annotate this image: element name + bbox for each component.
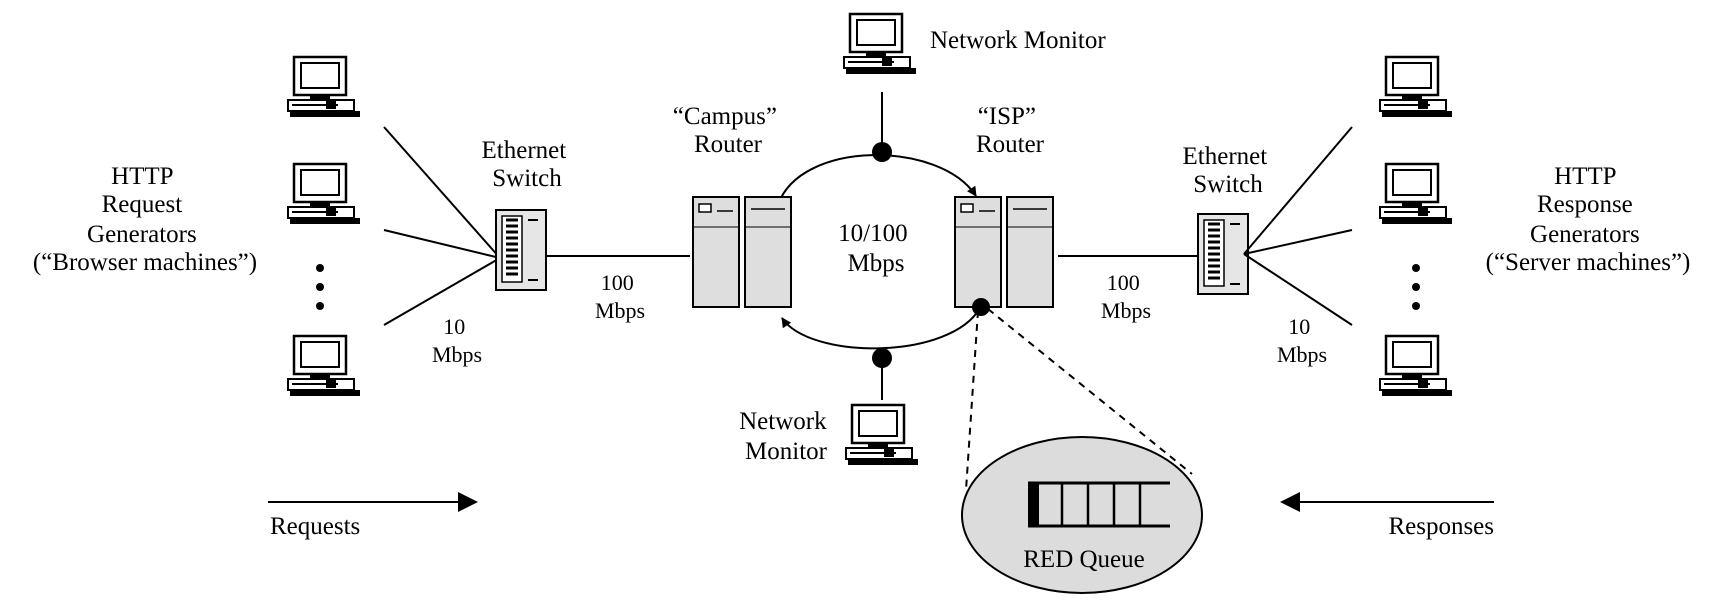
left-uplink-speed: 100 Mbps (595, 270, 645, 323)
top-monitor-computer-icon (842, 12, 918, 76)
left-ethernet-switch-icon (494, 208, 548, 292)
queue-buffer-icon (1028, 481, 1170, 528)
responses-label: Responses (1388, 513, 1494, 540)
ellipsis-dot (316, 264, 324, 272)
requests-label: Requests (270, 513, 360, 540)
ring-speed-label: 10/100 Mbps (838, 220, 914, 277)
right-access-links (1243, 126, 1353, 326)
campus-router-label: “Campus” Router (673, 103, 783, 158)
left-host-group (286, 55, 362, 398)
red-queue-bubble (961, 436, 1203, 594)
top-monitor-label: Network Monitor (930, 27, 1106, 54)
desktop-computer-icon (286, 55, 362, 119)
isp-router-label: “ISP” Router (976, 103, 1045, 158)
left-switch-label: Ethernet Switch (482, 137, 573, 192)
ellipsis-dot (1412, 264, 1420, 272)
top-monitor-tap (872, 142, 892, 162)
left-access-links (383, 126, 501, 326)
desktop-computer-icon (286, 334, 362, 398)
ellipsis-dot (316, 302, 324, 310)
right-access-speed: 10 Mbps (1277, 314, 1327, 367)
right-generators-label: HTTP Response Generators (“Server machin… (1486, 163, 1691, 276)
right-uplink-speed: 100 Mbps (1101, 270, 1151, 323)
zoom-line (987, 308, 1193, 475)
ellipsis-dot (316, 283, 324, 291)
campus-router-icon (692, 196, 792, 308)
desktop-computer-icon (1378, 334, 1454, 398)
right-ethernet-switch-icon (1196, 212, 1250, 296)
left-generators-label: HTTP Request Generators (“Browser machin… (33, 163, 257, 276)
desktop-computer-icon (1378, 162, 1454, 226)
zoom-line (965, 310, 979, 491)
isp-router-icon (954, 196, 1054, 308)
desktop-computer-icon (286, 162, 362, 226)
bottom-monitor-tap (872, 348, 892, 368)
ellipsis-dot (1412, 283, 1420, 291)
right-host-group (1378, 55, 1454, 398)
left-access-speed: 10 Mbps (432, 314, 482, 367)
red-queue-label: RED Queue (1023, 546, 1145, 573)
desktop-computer-icon (1378, 55, 1454, 119)
queue-tap (972, 298, 990, 316)
right-switch-label: Ethernet Switch (1183, 143, 1274, 198)
bottom-monitor-label: Network Monitor (739, 408, 833, 465)
ellipsis-dot (1412, 302, 1420, 310)
bottom-monitor-computer-icon (844, 403, 920, 467)
